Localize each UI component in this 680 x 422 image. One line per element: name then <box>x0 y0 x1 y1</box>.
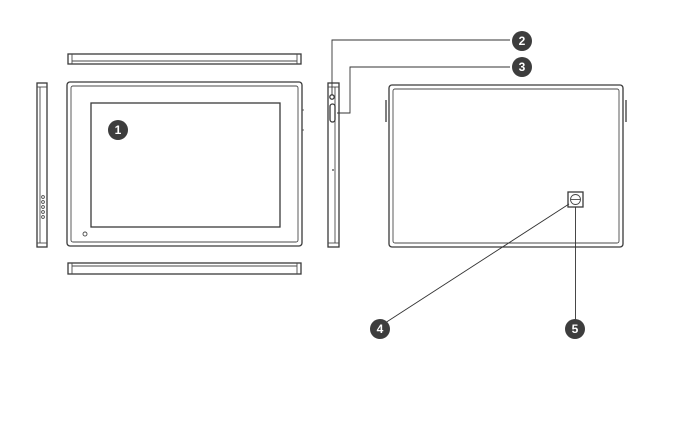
power-button-icon <box>329 94 335 100</box>
callout-1: 1 <box>108 120 128 140</box>
callout-2-number: 2 <box>519 34 526 48</box>
callout-4-number: 4 <box>377 322 384 336</box>
front-view <box>66 81 304 247</box>
top-edge-view <box>67 53 302 65</box>
front-sensor <box>82 231 88 237</box>
microphone-hole-icon <box>332 169 334 171</box>
side-ports <box>41 195 45 219</box>
callout-2: 2 <box>512 31 532 51</box>
callout-3-number: 3 <box>519 60 526 74</box>
callout-4: 4 <box>370 319 390 339</box>
bottom-edge-view <box>67 262 302 275</box>
rear-camera-icon <box>567 191 584 208</box>
callout-1-number: 1 <box>115 123 122 137</box>
display-screen <box>90 102 281 228</box>
callout-5-number: 5 <box>572 322 579 336</box>
callout-3: 3 <box>512 57 532 77</box>
back-view <box>385 84 627 248</box>
left-side-view <box>36 82 48 248</box>
volume-rocker-icon <box>329 103 336 123</box>
leader-lines <box>331 39 576 324</box>
callout-5: 5 <box>565 319 585 339</box>
right-side-view <box>327 82 340 248</box>
